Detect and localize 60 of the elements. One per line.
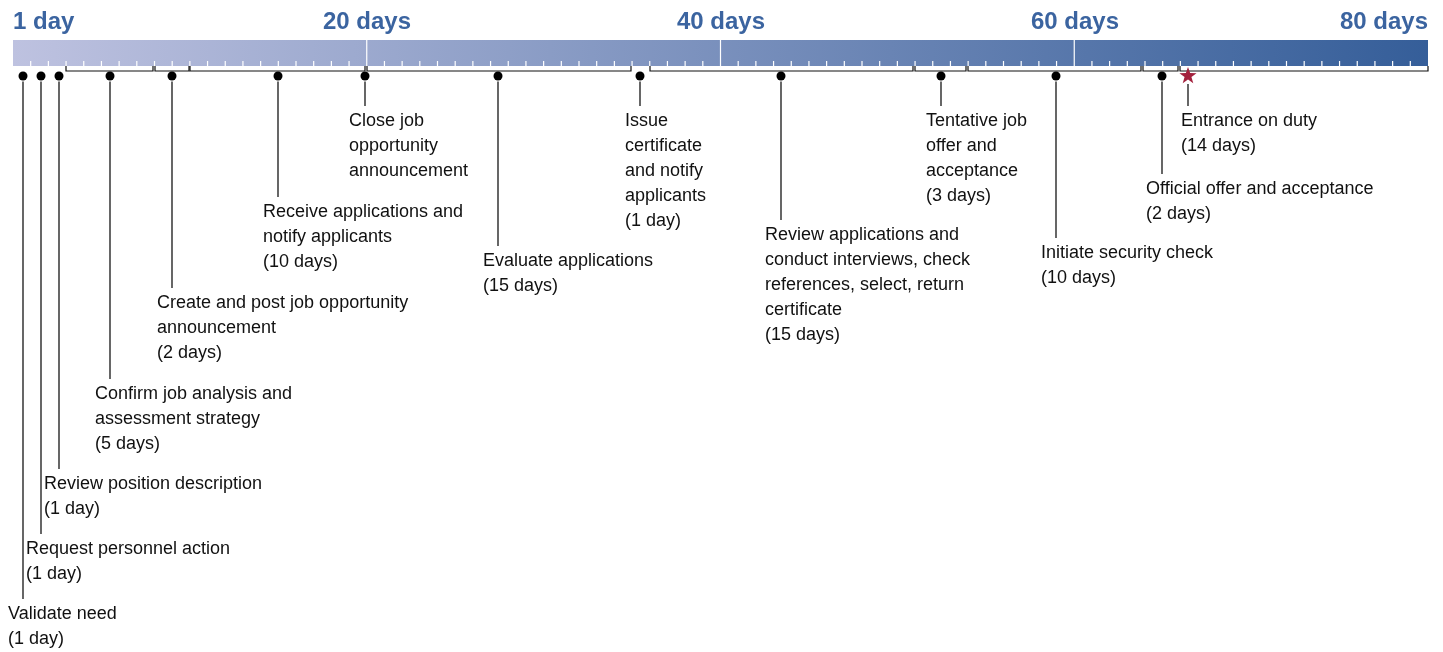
duration-label: (2 days)	[157, 341, 224, 364]
timeline-dot	[936, 71, 946, 81]
step-label: Close job opportunity announcement	[349, 109, 470, 182]
step-label: Create and post job opportunity announcement	[157, 291, 410, 339]
star-marker	[1179, 67, 1197, 84]
duration-label: (15 days)	[765, 323, 842, 346]
scale-label: 40 days	[677, 6, 766, 36]
timeline-dot	[167, 71, 177, 81]
leader-line	[40, 80, 42, 535]
duration-label: (10 days)	[1041, 266, 1118, 289]
scale-label: 60 days	[1031, 6, 1120, 36]
step-label: Validate need	[8, 602, 118, 625]
step-label: Evaluate applications	[483, 249, 655, 272]
step-label: Review applications and conduct interviews, check references, select, return certificate	[765, 223, 972, 321]
step-label: Tentative job offer and acceptance	[926, 109, 1029, 182]
timeline-dot	[360, 71, 370, 81]
scale-label: 80 days	[1340, 6, 1429, 36]
scale-label: 20 days	[323, 6, 412, 36]
leader-line	[58, 80, 60, 470]
step-label: Entrance on duty	[1181, 109, 1319, 132]
leader-line	[109, 80, 111, 380]
duration-label: (2 days)	[1146, 202, 1213, 225]
duration-label: (1 day)	[625, 209, 683, 232]
leader-line	[780, 80, 782, 221]
timeline-dot	[1051, 71, 1061, 81]
step-label: Review position description	[44, 472, 264, 495]
duration-label: (15 days)	[483, 274, 560, 297]
duration-label: (1 day)	[44, 497, 102, 520]
step-label: Issue certificate and notify applicants	[625, 109, 708, 207]
duration-label: (1 day)	[26, 562, 84, 585]
duration-label: (10 days)	[263, 250, 340, 273]
timeline-dot	[18, 71, 28, 81]
leader-line	[22, 80, 24, 600]
step-label: Confirm job analysis and assessment strategy	[95, 382, 294, 430]
timeline-dot	[54, 71, 64, 81]
leader-line	[171, 80, 173, 289]
duration-label: (3 days)	[926, 184, 993, 207]
timeline-dot	[776, 71, 786, 81]
duration-label: (1 day)	[8, 627, 66, 650]
step-label: Receive applications and notify applicants	[263, 200, 465, 248]
leader-line	[940, 80, 942, 107]
step-label: Official offer and acceptance	[1146, 177, 1375, 200]
leader-line	[639, 80, 641, 107]
step-label: Initiate security check	[1041, 241, 1215, 264]
timeline-dot	[635, 71, 645, 81]
duration-label: (5 days)	[95, 432, 162, 455]
timeline-dot	[105, 71, 115, 81]
leader-line	[1055, 80, 1057, 239]
timeline-dot	[493, 71, 503, 81]
step-label: Request personnel action	[26, 537, 232, 560]
duration-label: (14 days)	[1181, 134, 1258, 157]
leader-line	[364, 80, 366, 107]
timeline-dot	[273, 71, 283, 81]
leader-line	[497, 80, 499, 247]
leader-line	[1161, 80, 1163, 175]
leader-line	[1187, 83, 1189, 107]
scale-label: 1 day	[13, 6, 75, 36]
timeline-dot	[1157, 71, 1167, 81]
timeline-dot	[36, 71, 46, 81]
leader-line	[277, 80, 279, 198]
